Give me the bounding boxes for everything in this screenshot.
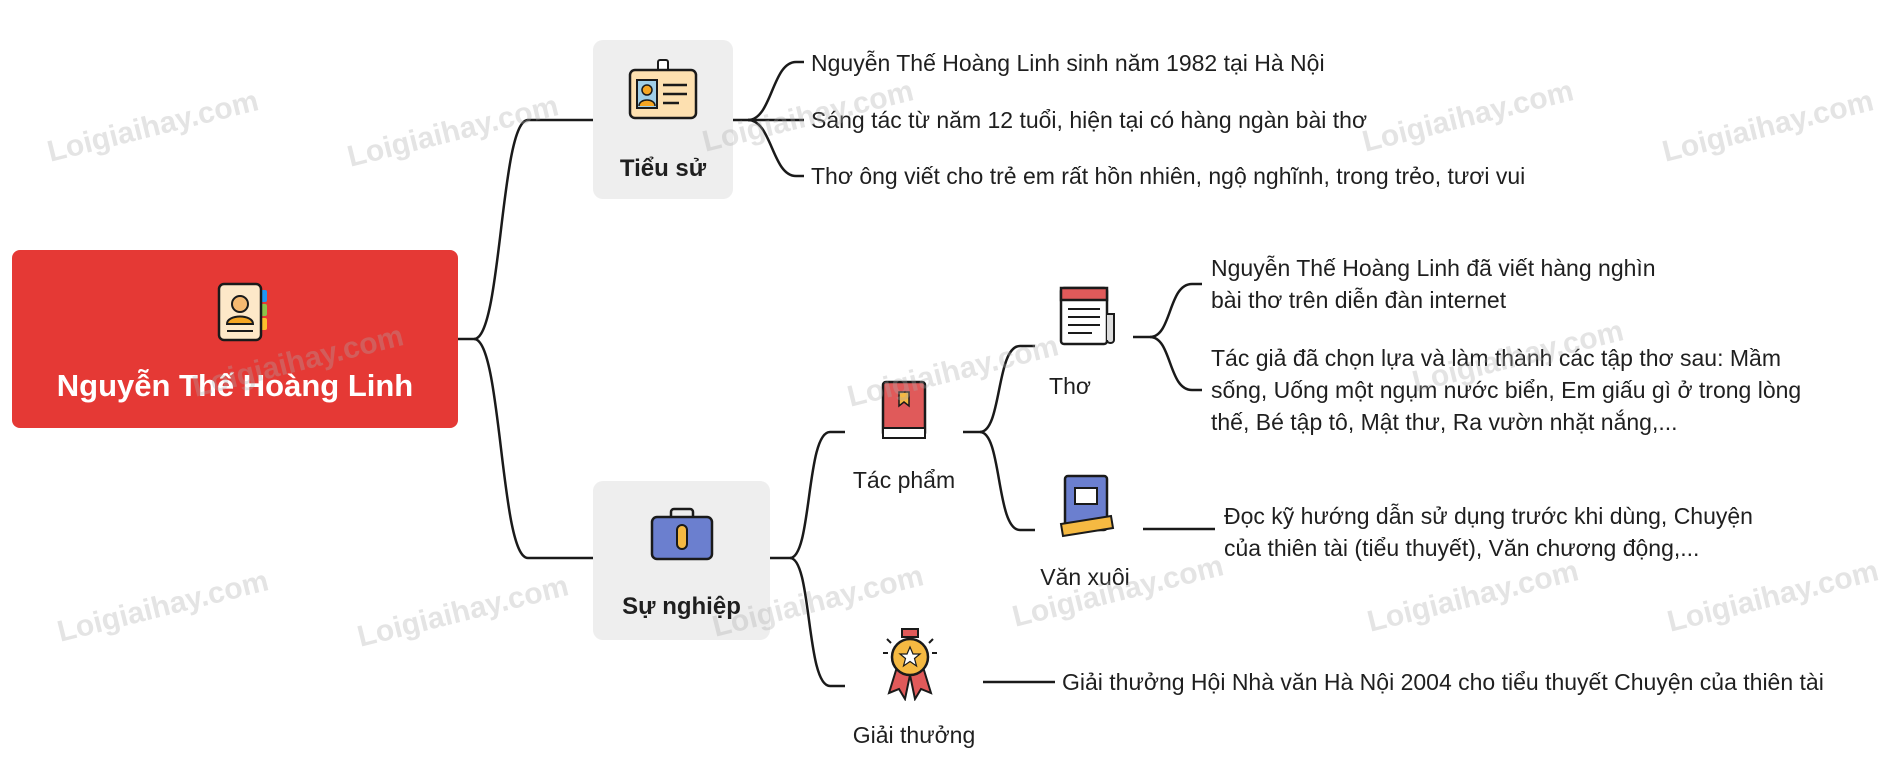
newspaper-icon [1059, 286, 1115, 346]
biography-item: Sáng tác từ năm 12 tuổi, hiện tại có hàn… [811, 107, 1368, 133]
biography-item: Nguyễn Thế Hoàng Linh sinh năm 1982 tại … [811, 50, 1325, 76]
poetry-label: Thơ [1049, 373, 1091, 399]
poetry-item: Tác giả đã chọn lựa và làm thành các tập… [1211, 345, 1802, 435]
awards-node[interactable]: Giải thưởng [845, 625, 983, 755]
works-node[interactable]: Tác phẩm [845, 372, 963, 502]
root-node[interactable]: Nguyễn Thế Hoàng Linh [12, 250, 458, 428]
biography-node[interactable]: Tiểu sử [593, 40, 733, 199]
briefcase-icon [650, 507, 714, 561]
medal-icon [883, 628, 937, 701]
biography-label: Tiểu sử [619, 155, 707, 182]
works-label: Tác phẩm [852, 467, 956, 493]
prose-node[interactable]: Văn xuôi [1035, 470, 1153, 598]
career-node[interactable]: Sự nghiệp [593, 481, 770, 640]
prose-label: Văn xuôi [1040, 564, 1130, 590]
red-book-icon [881, 380, 927, 439]
awards-item: Giải thưởng Hội Nhà văn Hà Nội 2004 cho … [1062, 669, 1824, 695]
root-title: Nguyễn Thế Hoàng Linh [56, 368, 414, 403]
awards-label: Giải thưởng [852, 722, 976, 748]
poetry-item: Nguyễn Thế Hoàng Linh đã viết hàng nghìn… [1211, 255, 1656, 313]
contact-book-icon [217, 282, 267, 342]
biography-item: Thơ ông viết cho trẻ em rất hồn nhiên, n… [811, 163, 1526, 189]
id-badge-icon [628, 59, 698, 120]
poetry-node[interactable]: Thơ [1035, 280, 1133, 408]
career-label: Sự nghiệp [622, 593, 741, 620]
prose-item: Đọc kỹ hướng dẫn sử dụng trước khi dùng,… [1224, 503, 1753, 561]
blue-book-icon [1059, 474, 1115, 538]
